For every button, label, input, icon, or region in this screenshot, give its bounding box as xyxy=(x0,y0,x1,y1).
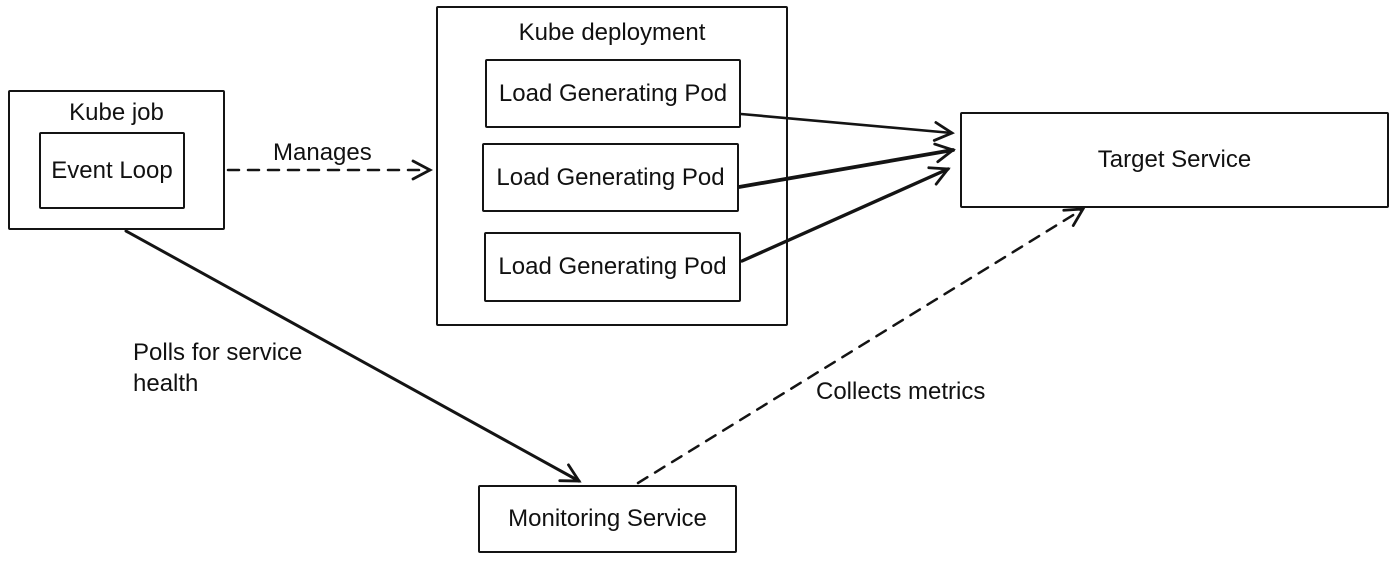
event-loop-label: Event Loop xyxy=(51,156,173,184)
node-load-generating-pod-2: Load Generating Pod xyxy=(482,143,739,212)
monitoring-service-label: Monitoring Service xyxy=(508,505,707,532)
node-kube-deployment: Kube deployment Load Generating Pod Load… xyxy=(436,6,788,326)
node-load-generating-pod-3: Load Generating Pod xyxy=(484,232,741,302)
pod-2-label: Load Generating Pod xyxy=(496,163,725,191)
kube-deployment-label: Kube deployment xyxy=(518,19,706,46)
edge-label-manages: Manages xyxy=(273,139,372,166)
edge-label-collects-metrics: Collects metrics xyxy=(816,378,986,405)
kube-job-label: Kube job xyxy=(69,99,164,126)
node-monitoring-service: Monitoring Service xyxy=(478,485,737,553)
node-load-generating-pod-1: Load Generating Pod xyxy=(485,59,741,128)
edge-label-polls-for-service-health: Polls for service health xyxy=(133,339,303,397)
node-kube-job: Kube job Event Loop xyxy=(8,90,225,230)
pod-1-label: Load Generating Pod xyxy=(498,79,728,107)
node-target-service: Target Service xyxy=(960,112,1389,208)
node-event-loop: Event Loop xyxy=(39,132,185,209)
target-service-label: Target Service xyxy=(1097,146,1252,173)
pod-3-label: Load Generating Pod xyxy=(498,253,727,280)
